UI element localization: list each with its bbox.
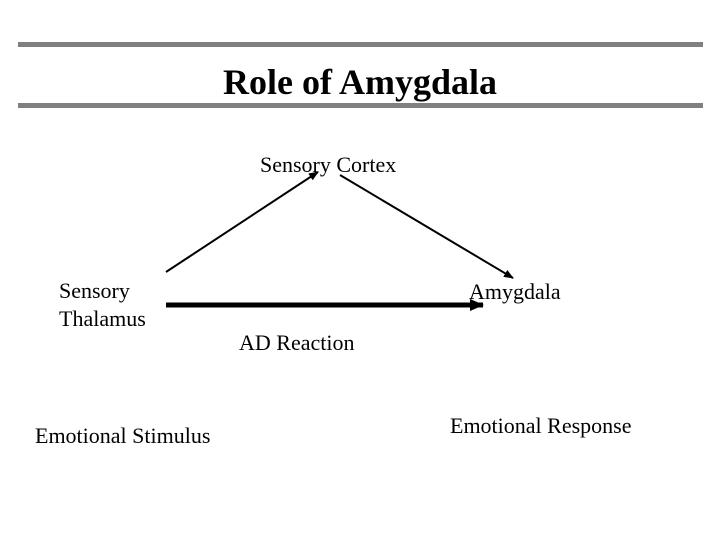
sensory-cortex-label: Sensory Cortex <box>260 152 397 177</box>
emotional-stimulus-label: Emotional Stimulus <box>35 423 211 448</box>
slide-title: Role of Amygdala <box>223 62 497 102</box>
thalamus-to-cortex-arrow <box>165 171 319 273</box>
cortex-to-amygdala-arrow <box>339 174 514 279</box>
ad-reaction-label: AD Reaction <box>239 330 355 355</box>
sensory-thalamus-label: Sensory Thalamus <box>59 278 146 331</box>
bottom-rule <box>18 103 703 108</box>
amygdala-label: Amygdala <box>469 279 561 304</box>
emotional-response-label: Emotional Response <box>450 413 632 438</box>
top-rule <box>18 42 703 47</box>
